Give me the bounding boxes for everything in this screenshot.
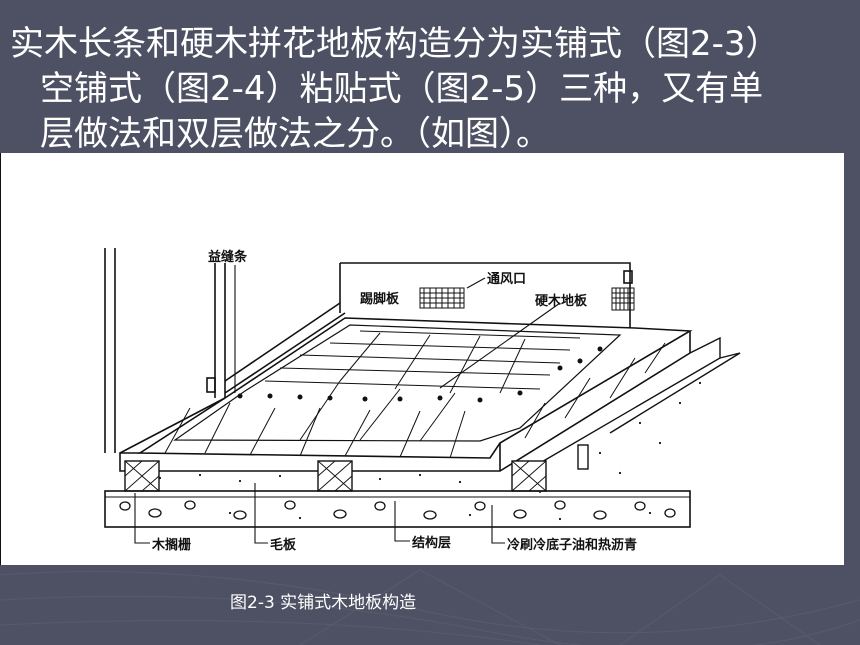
- left-wall: [0, 153, 116, 565]
- paragraph-line-1: 实木长条和硬木拼花地板构造分为实铺式（图2-3）: [10, 24, 780, 64]
- leader-lines: [134, 265, 561, 544]
- figure-caption: 图2-3 实铺式木地板构造: [230, 593, 417, 613]
- label-mu-ge-zha: 木搁栅: [151, 537, 191, 553]
- vent-left: [419, 287, 465, 309]
- label-mao-ban: 毛板: [270, 537, 297, 553]
- floor-construction-figure: 益缝条 踢脚板 通风口 硬木地板 木搁栅 毛板 结构层 冷刷冷底子油和热沥青: [0, 153, 844, 565]
- paragraph-line-3: 层做法和双层做法之分。（如图）。: [40, 114, 550, 154]
- label-jie-gou-ceng: 结构层: [412, 535, 451, 551]
- vent-right: [611, 287, 635, 311]
- nails: [237, 346, 603, 403]
- label-ying-mu-di-ban: 硬木地板: [535, 293, 588, 309]
- label-yi-feng-tiao: 益缝条: [208, 249, 248, 265]
- slide-body-text: 实木长条和硬木拼花地板构造分为实铺式（图2-3） 空铺式（图2-4）粘贴式（图2…: [10, 22, 855, 157]
- back-wall: [206, 262, 633, 398]
- paragraph-line-2: 空铺式（图2-4）粘贴式（图2-5）三种，又有单: [40, 69, 764, 109]
- structural-layer: [104, 381, 702, 528]
- floor-construction-drawing: 益缝条 踢脚板 通风口 硬木地板 木搁栅 毛板 结构层 冷刷冷底子油和热沥青: [0, 153, 741, 565]
- label-tong-feng-kou: 通风口: [487, 271, 526, 287]
- label-ti-jiao-ban: 踢脚板: [360, 291, 400, 307]
- label-fang-chao: 冷刷冷底子油和热沥青: [507, 537, 637, 553]
- hardwood-floor-surface: [119, 317, 693, 472]
- wood-joists: [124, 460, 547, 492]
